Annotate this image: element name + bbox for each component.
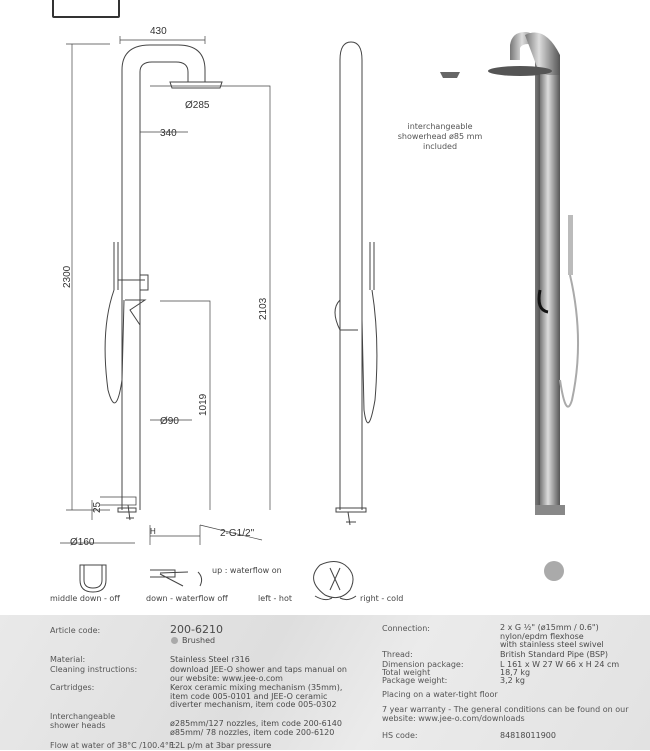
warranty-note: 7 year warranty - The general conditions… xyxy=(382,705,629,723)
spec-value: 84818011900 xyxy=(500,731,556,740)
spec-value: 3,2 kg xyxy=(500,676,525,685)
spec-label: Cartridges: xyxy=(50,683,95,692)
spec-label: HS code: xyxy=(382,731,418,740)
dim-h: H xyxy=(150,527,156,536)
spec-value: Stainless Steel r316 xyxy=(170,655,250,664)
dim-160: Ø160 xyxy=(70,537,95,548)
dim-thread: 2-G1/2" xyxy=(220,528,255,539)
dim-285: Ø285 xyxy=(185,100,210,111)
spec-value: 2 x G ½" (ø15mm / 0.6") nylon/epdm flexh… xyxy=(500,623,604,649)
finish-swatch xyxy=(544,561,564,581)
caption-right: right - cold xyxy=(360,594,404,603)
spec-label: Cleaning instructions: xyxy=(50,665,138,674)
dim-25: 25 xyxy=(92,501,103,513)
spec-note: Placing on a water-tight floor xyxy=(382,690,498,699)
note-line: included xyxy=(422,142,458,151)
technical-drawing: 430 Ø285 340 2300 2103 1019 Ø90 25 Ø160 … xyxy=(60,26,579,601)
spec-label: Interchangeable shower heads xyxy=(50,712,116,730)
caption-down: down - waterflow off xyxy=(146,594,228,603)
spec-value: download JEE-O shower and taps manual on… xyxy=(170,665,347,683)
spec-value: 18,7 kg xyxy=(500,668,531,677)
caption-left: left - hot xyxy=(258,594,293,603)
spec-value: ø285mm/127 nozzles, item code 200-6140 ø… xyxy=(170,719,342,737)
spec-label: Flow at water of 38°C /100.4°F: xyxy=(50,741,176,750)
side-column xyxy=(339,41,363,510)
dim-340: 340 xyxy=(160,128,177,139)
note-line: interchangeable xyxy=(407,122,473,131)
spec-value: Kerox ceramic mixing mechanism (35mm), i… xyxy=(170,683,343,709)
spec-label: Package weight: xyxy=(382,676,448,685)
spec-label: Article code: xyxy=(50,626,101,635)
caption-up: up : waterflow on xyxy=(212,566,282,575)
small-showerhead xyxy=(440,72,460,78)
spec-label: Dimension package: xyxy=(382,660,464,669)
hand-shower-side xyxy=(334,242,378,424)
dim-430: 430 xyxy=(150,26,167,37)
dim-1019: 1019 xyxy=(198,393,209,416)
usage-icons xyxy=(79,561,357,601)
finish-dot xyxy=(171,637,178,644)
product-photo xyxy=(488,32,579,581)
dim-2300: 2300 xyxy=(62,265,73,288)
spec-label: Connection: xyxy=(382,624,430,633)
logo-box xyxy=(52,0,120,18)
finish: Brushed xyxy=(182,636,216,645)
spec-value: 12L p/m at 3bar pressure xyxy=(170,741,272,750)
spec-label: Total weight xyxy=(382,668,431,677)
caption-middle-down: middle down - off xyxy=(50,594,120,603)
spec-value: L 161 x W 27 W 66 x H 24 cm xyxy=(500,660,620,669)
spec-value: British Standard Pipe (BSP) xyxy=(500,650,608,659)
showerhead-note: interchangeable showerhead ø85 mm includ… xyxy=(370,122,510,152)
dim-90: Ø90 xyxy=(160,416,179,427)
article-code: 200-6210 xyxy=(170,623,223,636)
specifications-panel: Article code: 200-6210 Brushed Material:… xyxy=(0,615,650,750)
front-showerhead xyxy=(169,81,223,89)
hand-shower-front xyxy=(104,242,125,404)
note-line: showerhead ø85 mm xyxy=(397,132,483,141)
spec-label: Thread: xyxy=(382,650,413,659)
dim-2103: 2103 xyxy=(258,297,269,320)
spec-label: Material: xyxy=(50,655,86,664)
front-column xyxy=(121,44,206,510)
